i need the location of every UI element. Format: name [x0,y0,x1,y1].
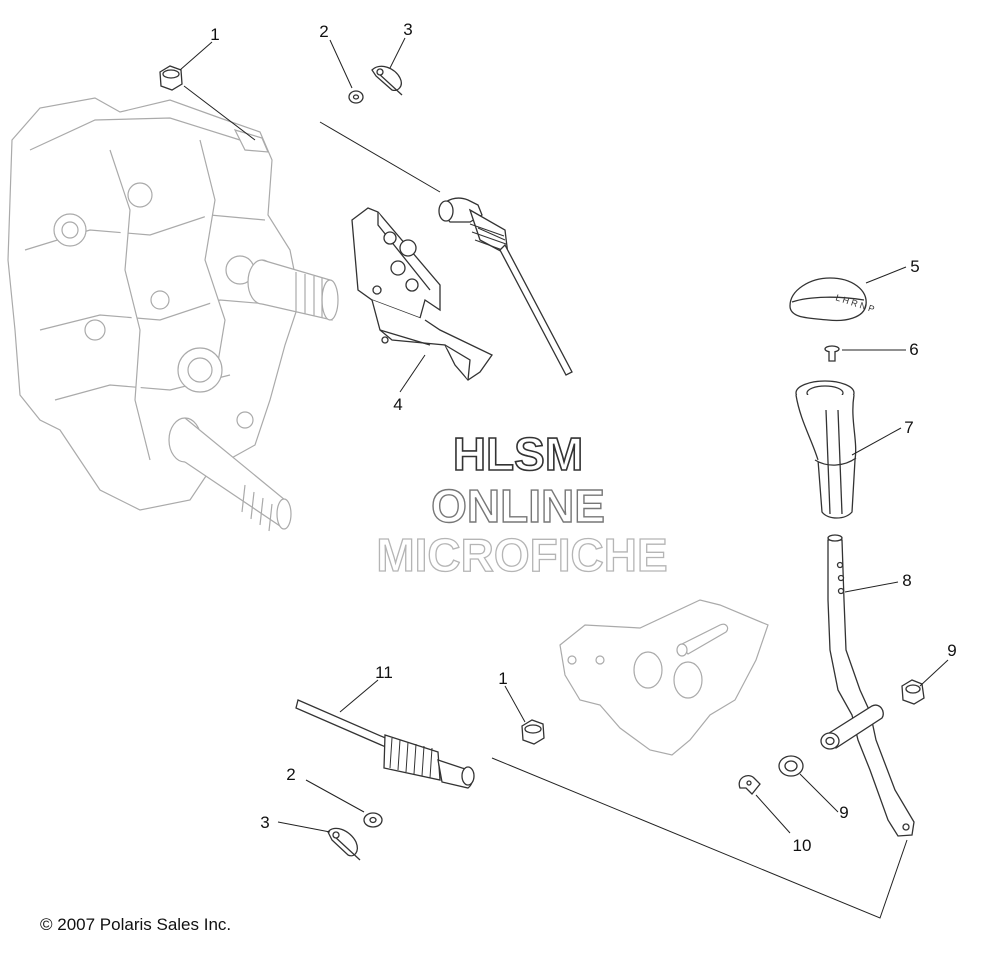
callout-10: 10 [793,836,812,855]
shifter-boot [795,380,857,519]
callout-6: 6 [909,340,918,359]
e-clip [738,774,761,795]
watermark-line-1: HLSM [453,428,583,480]
callout-11: 11 [375,663,393,682]
watermark-line-3: MICROFICHE [376,529,667,581]
callout-1-bottom: 1 [498,669,507,688]
bushing [778,755,804,777]
leader-lines [179,37,949,919]
callout-8: 8 [902,571,911,590]
cable-bracket [351,207,493,381]
hex-nut-top [159,65,183,91]
shift-knob-cap: L H R N P [789,277,876,322]
callout-2-top: 2 [319,22,328,41]
watermark-line-2: ONLINE [431,480,605,532]
hex-nut-bottom [521,719,545,745]
transmission-assembly [7,97,339,532]
shifter-mount-plate [559,599,769,756]
washer-top [348,90,364,104]
shift-cable-upper-end [438,197,573,376]
nut-right [901,679,925,705]
copyright-notice: © 2007 Polaris Sales Inc. [40,915,231,934]
callout-3-bottom: 3 [260,813,269,832]
clip-pin-bottom [327,827,361,861]
shift-lever [820,534,915,837]
knob-screw [824,345,840,362]
callout-1-top: 1 [210,25,219,44]
callout-2-bottom: 2 [286,765,295,784]
callout-4: 4 [393,395,402,414]
callout-9-bottom: 9 [839,803,848,822]
callout-7: 7 [904,418,913,437]
callout-numbers: 1 2 3 4 5 6 7 8 9 9 10 11 1 2 3 [210,20,956,855]
callout-5: 5 [910,257,919,276]
washer-bottom [363,812,383,828]
callout-9-top: 9 [947,641,956,660]
watermark: HLSM ONLINE MICROFICHE [376,427,669,581]
shift-cable [295,699,475,789]
clip-pin-top [371,65,403,96]
callout-3-top: 3 [403,20,412,39]
